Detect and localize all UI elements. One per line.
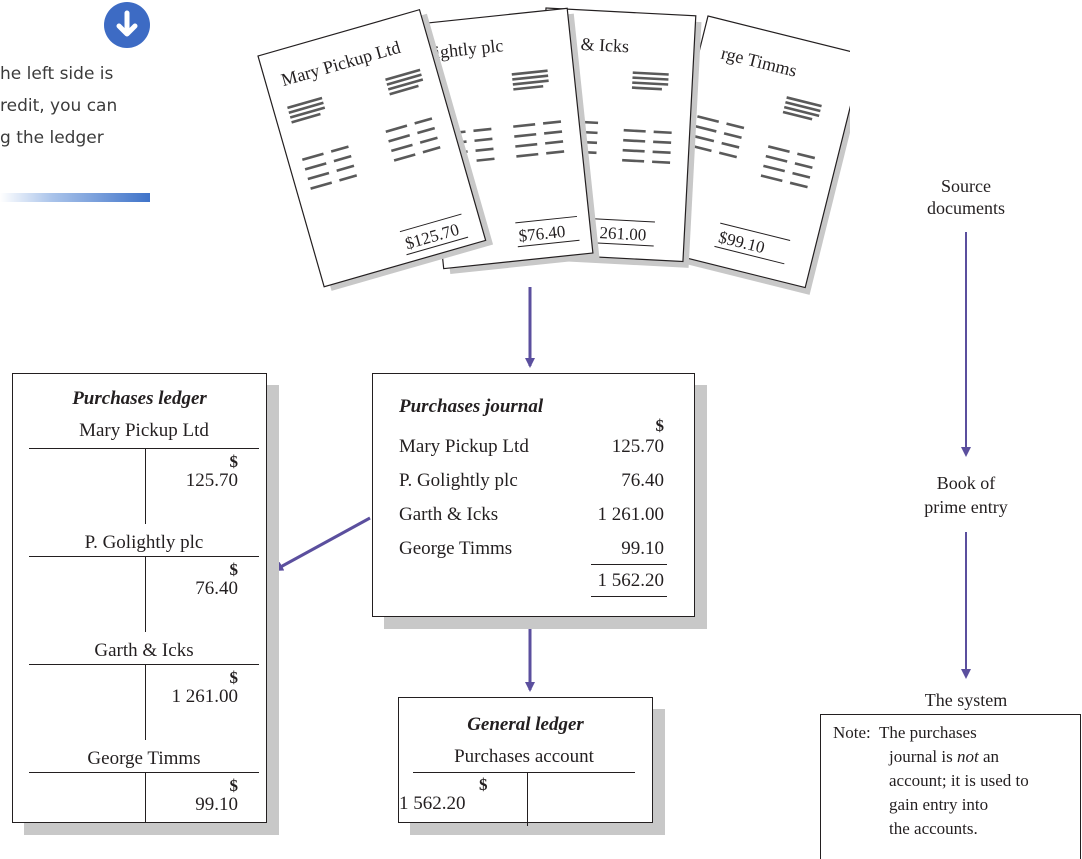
ledger-amount: 1 261.00 <box>171 686 239 707</box>
download-icon[interactable] <box>104 2 150 48</box>
note-line-5: the accounts. <box>889 819 978 838</box>
note-line-3: account; it is used to <box>889 771 1029 790</box>
journal-row-amount: 1 261.00 <box>597 504 665 525</box>
flow-label-source-2: documents <box>927 198 1005 218</box>
flow-label-system: The system <box>924 690 1008 710</box>
fragment-line-1: he left side is <box>0 64 114 84</box>
general-ledger-title: General ledger <box>467 714 584 735</box>
purchases-ledger-title: Purchases ledger <box>72 388 207 409</box>
arrow-journal-to-purchases-ledger <box>273 516 371 572</box>
ledger-currency: $ <box>229 776 239 795</box>
ledger-amount: 76.40 <box>195 578 238 599</box>
ledger-amount: 125.70 <box>185 470 238 491</box>
general-ledger-account: Purchases account <box>454 746 594 767</box>
purchases-ledger: Purchases ledger Mary Pickup Ltd $ 125.7… <box>12 373 267 823</box>
journal-row-name: George Timms <box>399 538 513 559</box>
ledger-currency: $ <box>229 452 239 471</box>
accent-bar <box>0 193 150 202</box>
document-amount: $76.40 <box>518 222 566 246</box>
ledger-currency: $ <box>229 560 239 579</box>
purchases-journal-title: Purchases journal <box>399 396 544 417</box>
general-ledger-currency: $ <box>479 775 488 794</box>
note-label: Note: <box>833 723 871 742</box>
note-line-2: journal is not an <box>889 747 1000 766</box>
ledger-account-name: Garth & Icks <box>94 640 194 661</box>
journal-row-amount: 125.70 <box>611 436 664 457</box>
note-line-1: The purchases <box>879 723 977 742</box>
note-line-4: gain entry into <box>889 795 989 814</box>
journal-row-name: Mary Pickup Ltd <box>399 436 529 457</box>
ledger-account-name: George Timms <box>87 748 201 769</box>
flow-label-prime: Book of <box>936 473 996 493</box>
journal-row-amount: 76.40 <box>621 470 664 491</box>
ledger-account-name: P. Golightly plc <box>84 532 204 553</box>
ledger-amount: 99.10 <box>195 794 238 815</box>
journal-row-name: Garth & Icks <box>399 504 499 525</box>
general-ledger: General ledger Purchases account $ 1 562… <box>398 697 653 826</box>
purchases-journal: Purchases journal $ Mary Pickup Ltd 125.… <box>372 373 695 617</box>
flow-label-prime-2: prime entry <box>924 497 1008 517</box>
general-ledger-amount: 1 562.20 <box>399 793 466 814</box>
source-documents: rge Timms $99.10 arth & Icks $1 261.00 i… <box>257 7 850 295</box>
document-george-timms: rge Timms $99.10 <box>649 15 850 295</box>
journal-row-name: P. Golightly plc <box>399 470 518 491</box>
journal-row-amount: 99.10 <box>621 538 664 559</box>
flow-label-source: Source <box>941 176 991 196</box>
document-mary-pickup: Mary Pickup Ltd $125.70 <box>257 8 494 291</box>
ledger-currency: $ <box>229 668 239 687</box>
fragment-line-2: redit, you can <box>0 96 118 116</box>
ledger-account-name: Mary Pickup Ltd <box>79 420 209 441</box>
journal-total: 1 562.20 <box>597 570 665 591</box>
fragment-line-3: g the ledger <box>0 128 104 148</box>
note-box: Note: The purchases journal is not an ac… <box>820 714 1081 859</box>
journal-currency: $ <box>655 416 665 435</box>
